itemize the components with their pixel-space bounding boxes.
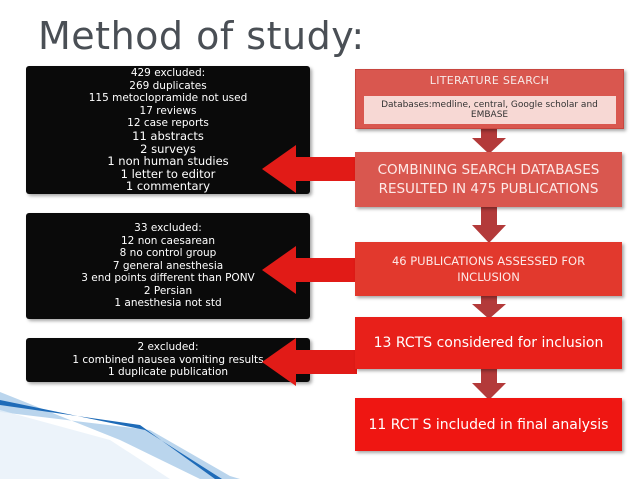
exclusion-line: 1 non human studies — [107, 154, 229, 169]
exclusion-line: 1 anesthesia not std — [114, 297, 222, 310]
down-arrow-1 — [472, 126, 506, 154]
exclusion-line: 1 letter to editor — [120, 166, 216, 181]
exclusion-line: 269 duplicates — [129, 79, 207, 92]
publications-assessed-box: 46 PUBLICATIONS ASSESSED FOR INCLUSION — [355, 242, 622, 296]
assessed-line-1: 46 PUBLICATIONS ASSESSED FOR — [391, 254, 586, 268]
rcts-considered-box: 13 RCTS considered for inclusion — [355, 317, 622, 369]
considered-label: 13 RCTS considered for inclusion — [373, 335, 604, 351]
literature-search-title: LITERATURE SEARCH — [429, 74, 550, 87]
exclusion-line: 33 excluded: — [134, 221, 202, 234]
exclusion-line: 1 commentary — [125, 179, 211, 194]
down-arrow-4 — [472, 368, 506, 400]
exclusion-arrow-3 — [262, 338, 357, 386]
included-label: 11 RCT S included in final analysis — [368, 416, 609, 433]
down-arrow-3 — [472, 295, 506, 319]
exclusion-line: 2 excluded: — [137, 341, 199, 354]
exclusion-box-429: 429 excluded: 269 duplicates 115 metoclo… — [26, 66, 310, 194]
page-title: Method of study: — [38, 14, 365, 58]
exclusion-line: 429 excluded: — [130, 67, 206, 80]
exclusion-arrow-1 — [262, 145, 357, 193]
exclusion-arrow-2 — [262, 246, 357, 294]
assessed-line-2: INCLUSION — [457, 270, 520, 284]
combining-databases-box: COMBINING SEARCH DATABASES RESULTED IN 4… — [355, 152, 622, 207]
databases-label: Databases:medline, central, Google schol… — [363, 96, 616, 124]
exclusion-line: 11 abstracts — [132, 129, 204, 143]
exclusion-line: 3 end points different than PONV — [81, 272, 255, 285]
exclusion-line: 1 duplicate publication — [107, 366, 229, 379]
exclusion-box-2: 2 excluded: 1 combined nausea vomiting r… — [26, 338, 310, 382]
exclusion-line: 115 metoclopramide not used — [88, 92, 248, 105]
rcts-included-box: 11 RCT S included in final analysis — [355, 398, 622, 451]
exclusion-line: 7 general anesthesia — [112, 259, 224, 272]
exclusion-line: 2 Persian — [143, 284, 193, 297]
exclusion-line: 17 reviews — [139, 104, 197, 117]
exclusion-box-33: 33 excluded: 12 non caesarean 8 no contr… — [26, 213, 310, 319]
literature-search-box: LITERATURE SEARCH Databases:medline, cen… — [355, 69, 624, 129]
combining-line-1: COMBINING SEARCH DATABASES — [377, 161, 600, 178]
down-arrow-2 — [472, 206, 506, 243]
combining-line-2: RESULTED IN 475 PUBLICATIONS — [378, 180, 599, 197]
exclusion-line: 12 non caesarean — [121, 234, 215, 247]
exclusion-line: 12 case reports — [127, 117, 209, 130]
exclusion-line: 2 surveys — [140, 141, 196, 156]
exclusion-line: 8 no control group — [119, 247, 217, 260]
exclusion-line: 1 combined nausea vomiting results — [72, 353, 264, 366]
